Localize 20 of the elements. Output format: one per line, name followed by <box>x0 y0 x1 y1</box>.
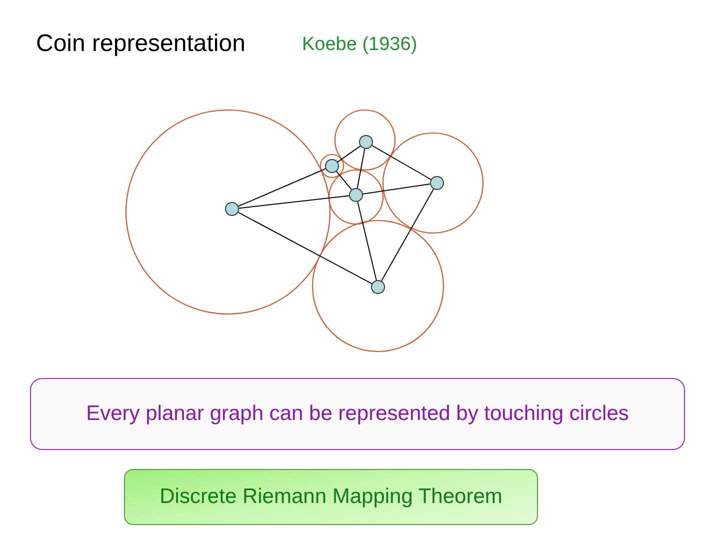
graph-edge <box>238 195 350 209</box>
graph-edge <box>238 168 326 207</box>
graph-edge <box>357 201 377 281</box>
theorem-box: Discrete Riemann Mapping Theorem <box>124 469 538 525</box>
graph-vertex <box>359 135 373 149</box>
graph-edge <box>380 188 434 282</box>
graph-edge <box>356 148 366 189</box>
graph-vertex <box>349 188 363 202</box>
graph-edge <box>362 184 431 194</box>
graph-edge <box>337 146 361 162</box>
statement-box: Every planar graph can be represented by touching circles <box>30 378 685 450</box>
graph-edge <box>372 145 432 180</box>
graph-vertex <box>371 280 385 294</box>
slide-title: Coin representation <box>36 30 246 58</box>
graph-vertex <box>430 176 444 190</box>
graph-vertex <box>325 159 339 173</box>
graph-vertex <box>225 202 239 216</box>
graph-edge <box>238 212 372 284</box>
author-year-label: Koebe (1936) <box>302 34 418 56</box>
graph-edge <box>336 170 352 190</box>
